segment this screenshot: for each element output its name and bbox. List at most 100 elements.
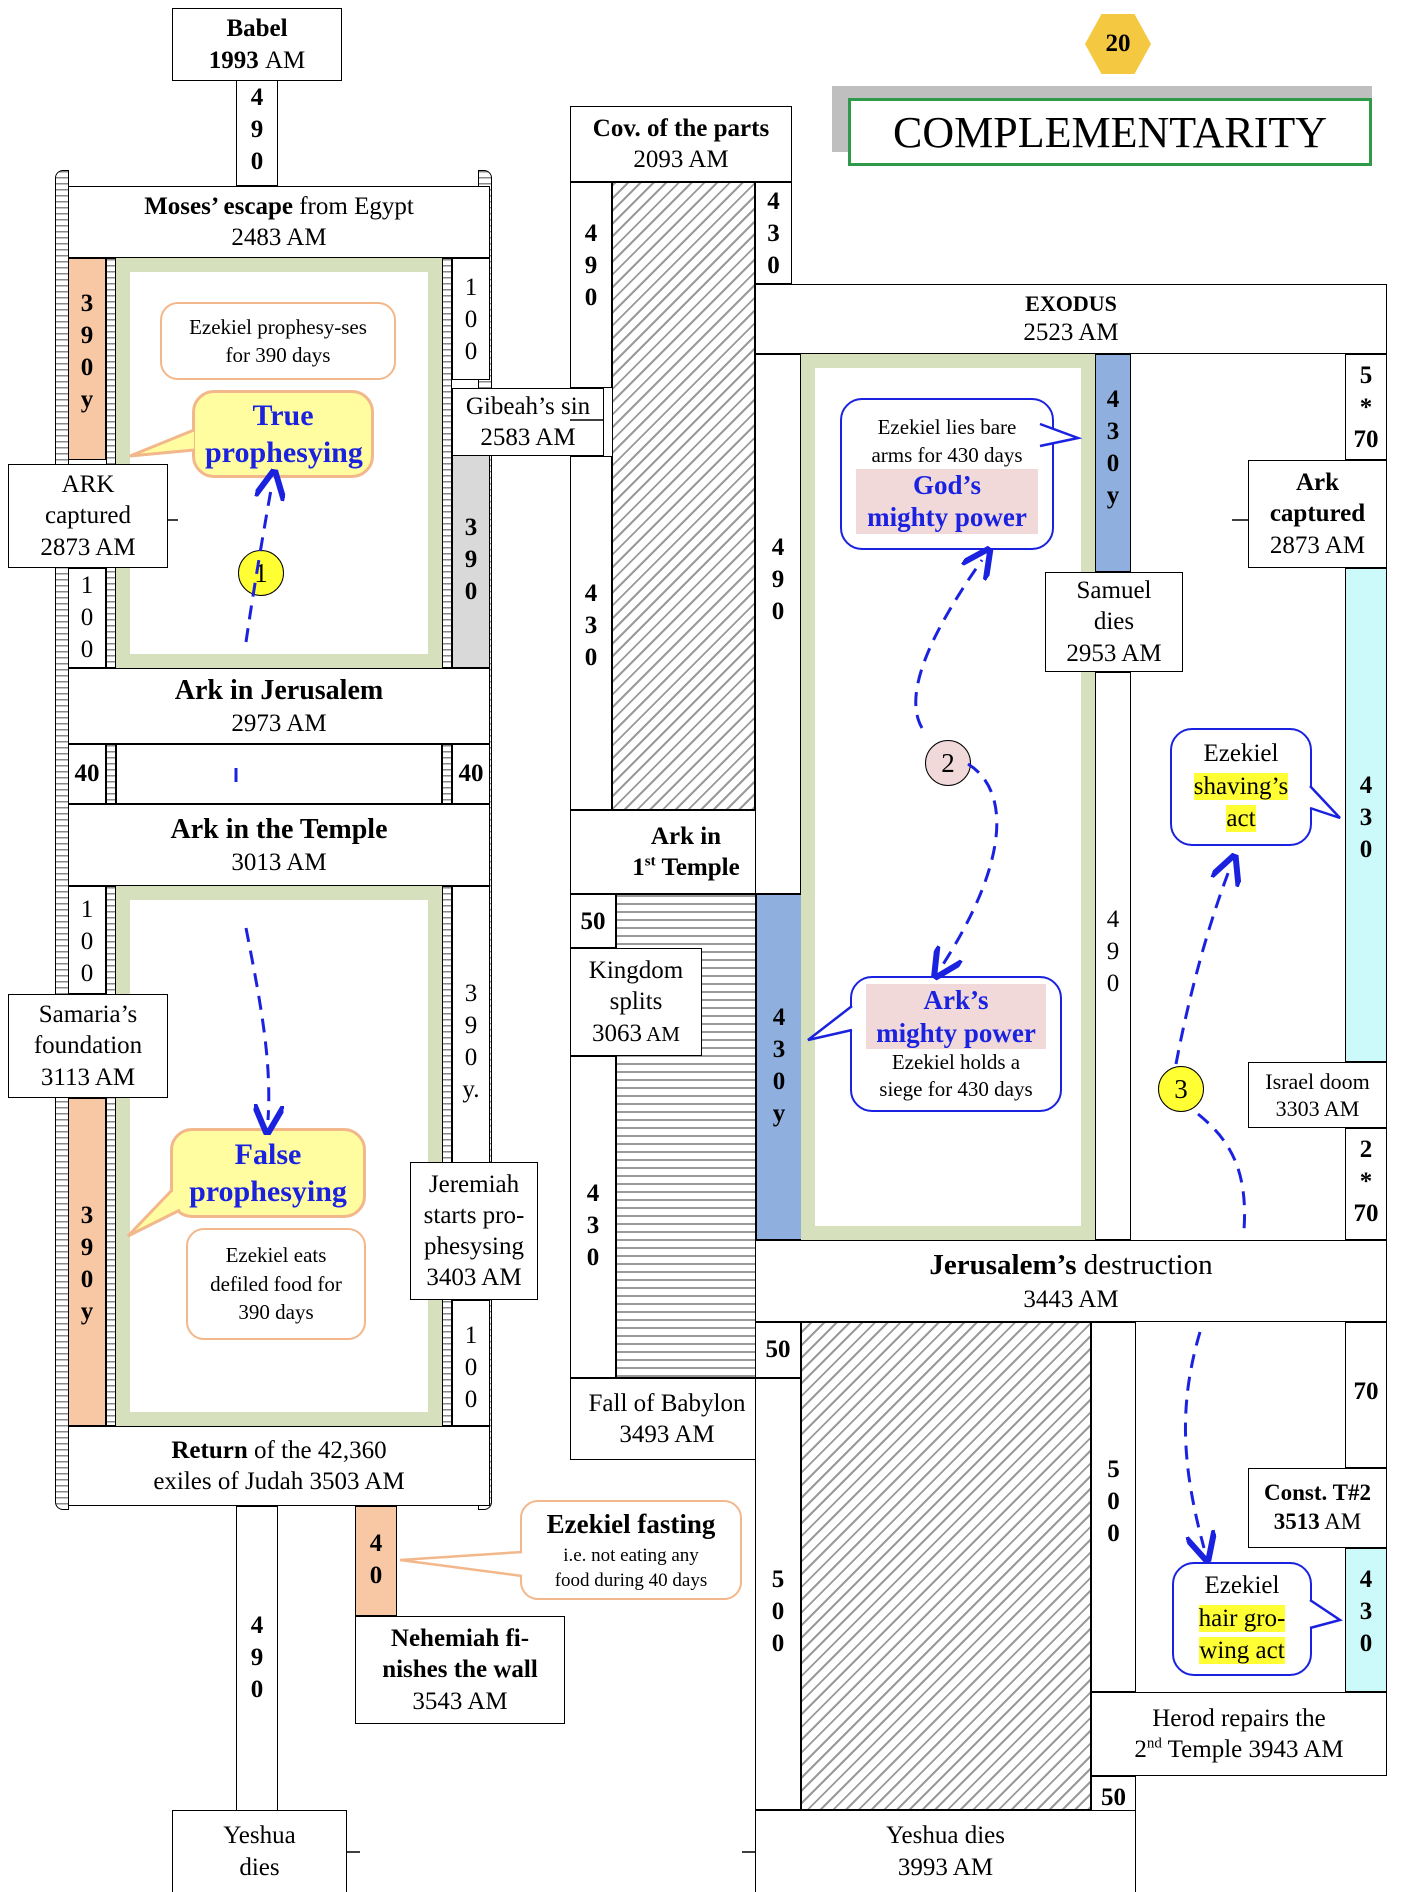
yeshua-left-box: Yeshua dies bbox=[172, 1810, 347, 1892]
right-inner-rail-mid bbox=[442, 744, 452, 804]
babel-box: Babel 1993 AM bbox=[172, 8, 342, 81]
fifty-1-label: 50 bbox=[580, 908, 606, 935]
hair-growing-callout: Ezekiel hair gro- wing act bbox=[1172, 1562, 1312, 1676]
middle-430b-label: 4 3 0 bbox=[584, 580, 598, 671]
page-title: COMPLEMENTARITY bbox=[848, 98, 1372, 166]
left-390y-b-bar bbox=[68, 1098, 106, 1426]
right-blue-430y-label: 4 3 0 y bbox=[1106, 386, 1120, 509]
middle-430-bar bbox=[755, 182, 792, 284]
fifty-3-label: 50 bbox=[765, 1336, 791, 1363]
middle-blue-430y-label: 4 3 0 y bbox=[772, 1004, 786, 1127]
middle-430-label: 4 3 0 bbox=[767, 188, 780, 279]
moses-escape-box: Moses’ escape from Egypt 2483 AM bbox=[68, 186, 490, 258]
right-cyan-430-label: 4 3 0 bbox=[1359, 772, 1373, 863]
ark-captured-right-box: Ark captured 2873 AM bbox=[1248, 460, 1387, 568]
right-500b-bar bbox=[1091, 1322, 1136, 1692]
right-500-label: 5 0 0 bbox=[771, 1566, 785, 1657]
left-390y-b-label: 3 9 0 y bbox=[80, 1202, 94, 1325]
forty-bottom-label: 4 0 bbox=[369, 1530, 383, 1589]
right-hatch-bottom bbox=[801, 1322, 1091, 1810]
babel-gap-bar bbox=[236, 80, 278, 186]
jeremiah-box: Jeremiah starts pro- phesysing 3403 AM bbox=[410, 1162, 538, 1300]
left-390y-label: 3 9 0 y bbox=[80, 290, 94, 413]
right-70-label: 70 bbox=[1353, 1378, 1379, 1405]
herod-box: Herod repairs the 2nd Temple 3943 AM bbox=[1091, 1692, 1387, 1776]
israel-doom-box: Israel doom 3303 AM bbox=[1248, 1062, 1387, 1128]
right-inner-rail-top bbox=[442, 258, 452, 668]
middle-430c-label: 4 3 0 bbox=[586, 1180, 600, 1271]
right-5x70-label: 5 * 70 bbox=[1353, 362, 1379, 453]
ark-in-jerusalem-box: Ark in Jerusalem 2973 AM bbox=[68, 668, 490, 744]
right-inner-rail-bottom bbox=[442, 886, 452, 1426]
right-5x70-bar bbox=[1345, 354, 1387, 460]
jerusalem-destruction-box: Jerusalem’s destruction 3443 AM bbox=[755, 1240, 1387, 1322]
middle-430b-bar bbox=[570, 456, 612, 810]
babel-gap-label: 4 9 0 bbox=[250, 84, 264, 175]
middle-hatch-top bbox=[612, 182, 755, 810]
nehemiah-box: Nehemiah fi- nishes the wall 3543 AM bbox=[355, 1616, 565, 1724]
right-cyan-430b-bar bbox=[1345, 1548, 1387, 1692]
fifty-1-bar bbox=[570, 894, 616, 948]
ark-in-temple-box: Ark in the Temple 3013 AM bbox=[68, 804, 490, 886]
right-cyan-430b-label: 4 3 0 bbox=[1359, 1566, 1373, 1657]
right-100b-bar bbox=[452, 1300, 490, 1426]
gods-power-callout: Ezekiel lies bare arms for 430 days God’… bbox=[840, 398, 1054, 550]
const-t2-box: Const. T#2 3513 AM bbox=[1248, 1468, 1387, 1548]
right-490-label: 4 9 0 bbox=[771, 534, 785, 625]
left-390y-bar bbox=[68, 258, 106, 460]
forty-left-bar bbox=[68, 744, 106, 804]
page-number: 20 bbox=[1105, 30, 1131, 57]
middle-490-label: 4 9 0 bbox=[584, 220, 598, 311]
right-100b-label: 1 0 0 bbox=[464, 1322, 478, 1413]
step-3-circle: 3 bbox=[1158, 1066, 1204, 1112]
kingdom-splits-box: Kingdom splits 3063 AM bbox=[570, 948, 702, 1056]
right-500b-label: 5 0 0 bbox=[1107, 1456, 1120, 1547]
left-inner-rail-bottom bbox=[106, 886, 116, 1426]
bottom-490-bar bbox=[236, 1506, 278, 1811]
yeshua-right-box: Yeshua dies 3993 AM bbox=[755, 1810, 1136, 1892]
step-1-circle: 1 bbox=[238, 550, 284, 596]
forty-center-bar bbox=[116, 744, 442, 804]
right-100-label: 1 0 0 bbox=[464, 274, 478, 365]
shaving-callout: Ezekiel shaving’s act bbox=[1170, 728, 1312, 846]
left-inner-rail-top bbox=[106, 258, 116, 668]
right-390-label: 3 9 0 bbox=[464, 514, 478, 605]
left-100-bar bbox=[68, 568, 106, 668]
left-100b-bar bbox=[68, 886, 106, 994]
gibeah-box: Gibeah’s sin 2583 AM bbox=[452, 388, 604, 456]
fall-of-babylon-box: Fall of Babylon 3493 AM bbox=[570, 1378, 764, 1460]
step-2-circle: 2 bbox=[925, 740, 971, 786]
forty-left-label: 40 bbox=[74, 760, 100, 787]
left-100-label: 1 0 0 bbox=[80, 572, 94, 663]
return-box: Return of the 42,360 exiles of Judah 350… bbox=[68, 1426, 490, 1506]
fifty-4-label: 50 bbox=[1101, 1784, 1126, 1811]
bottom-490-label: 4 9 0 bbox=[250, 1612, 264, 1703]
forty-bottom-bar bbox=[355, 1506, 397, 1616]
middle-430c-bar bbox=[570, 1056, 616, 1378]
false-prophesying-callout: False prophesying bbox=[170, 1128, 366, 1218]
ark-captured-left-box: ARK captured 2873 AM bbox=[8, 464, 168, 568]
true-prophesying-callout: True prophesying bbox=[192, 390, 374, 478]
right-cyan-430-bar bbox=[1345, 568, 1387, 1062]
samaria-box: Samaria’s foundation 3113 AM bbox=[8, 994, 168, 1098]
right-390y-bar bbox=[452, 886, 490, 1164]
right-500-bar bbox=[755, 1378, 801, 1810]
fasting-callout: Ezekiel fasting i.e. not eating any food… bbox=[520, 1500, 742, 1600]
covenant-box: Cov. of the parts 2093 AM bbox=[570, 106, 792, 182]
forty-right-label: 40 bbox=[458, 760, 484, 787]
middle-490-bar bbox=[570, 182, 612, 388]
right-70-bar bbox=[1345, 1322, 1387, 1468]
right-490-bar bbox=[755, 354, 801, 894]
prophesy-390-callout: Ezekiel prophesy-ses for 390 days bbox=[160, 302, 396, 380]
page-number-badge: 20 bbox=[1085, 14, 1151, 74]
right-thin-490-bar bbox=[1095, 672, 1131, 1240]
fifty-3-bar bbox=[755, 1322, 801, 1378]
right-thin-490-label: 4 9 0 bbox=[1106, 906, 1120, 997]
left-inner-rail-mid bbox=[106, 744, 116, 804]
arks-power-callout: Ark’s mighty power Ezekiel holds a siege… bbox=[850, 976, 1062, 1112]
samuel-box: Samuel dies 2953 AM bbox=[1045, 572, 1183, 672]
right-2x70-label: 2 * 70 bbox=[1353, 1136, 1379, 1227]
right-100-bar bbox=[452, 258, 490, 380]
right-390y-label: 3 9 0 y. bbox=[462, 980, 480, 1103]
